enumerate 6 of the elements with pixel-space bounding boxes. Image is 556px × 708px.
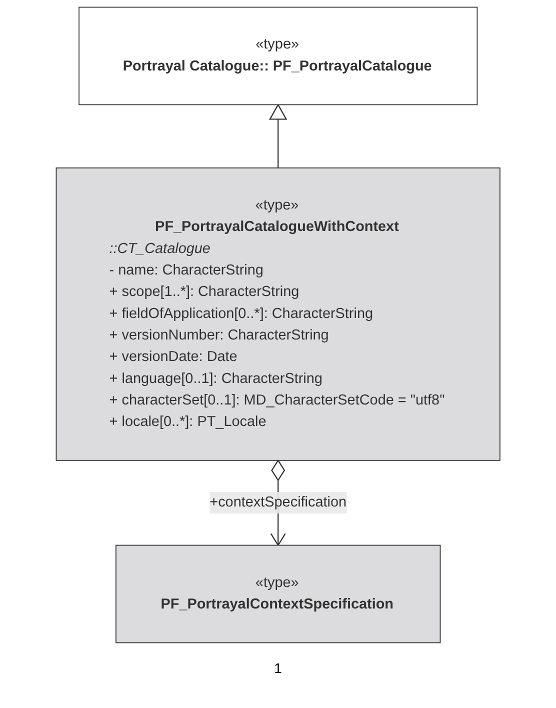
generalization-arrow — [269, 104, 287, 168]
role-label: +contextSpecification — [210, 492, 346, 514]
class-box: «type» PF_PortrayalCatalogueWithContext ::CT_Catalogue - name: CharacterString + scope[1..*]: CharacterString + fieldOfApplication[0..*]: CharacterString + versionNumber: CharacterString + versionDate: Date + language[0..1]: CharacterString + characterSet[0..1]: MD_CharacterSetCode = "utf8" + locale[0..*]: PT_Locale — [56, 167, 500, 461]
multiplicity-label: 1 — [274, 660, 282, 676]
class-box: «type» Portrayal Catalogue:: PF_PortrayalCatalogue — [78, 6, 478, 106]
class-box: «type» PF_PortrayalContextSpecification — [115, 544, 441, 644]
